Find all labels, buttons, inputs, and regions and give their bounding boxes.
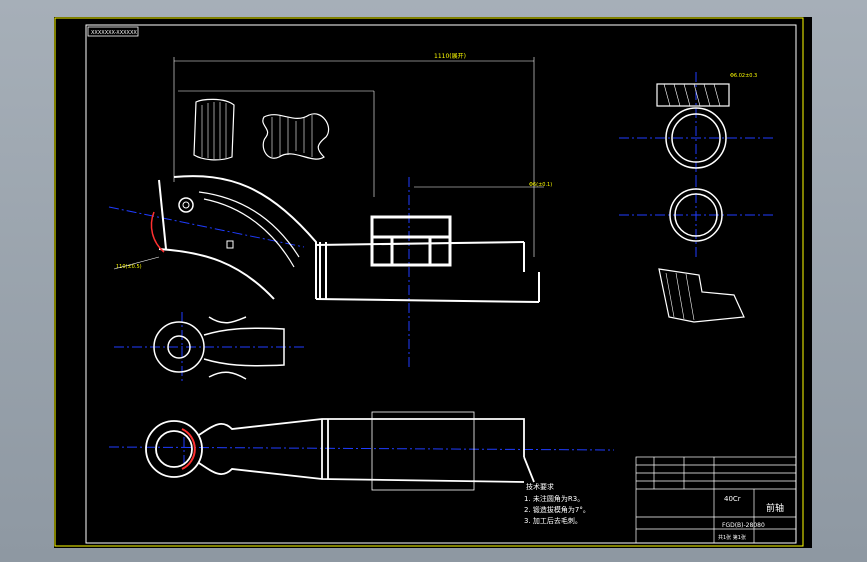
dimension-right-label: Φ6(±0.1) [529,182,552,188]
section-view-b [262,113,330,160]
front-axle-plan [145,411,535,491]
end-section-view [658,268,745,323]
steering-knuckle-view [153,316,285,380]
small-bolt [226,240,234,249]
drawing-sheet: XXXXXXX-XXXXXX [54,17,812,548]
tech-requirement-2: 2. 锻造拔模角为7°。 [524,505,590,514]
center-lines [108,72,774,465]
spring-pad [370,215,452,267]
dimension-left-line [113,256,160,270]
engineering-drawing: XXXXXXX-XXXXXX [54,17,804,547]
front-axle-elevation [158,175,540,303]
tech-requirement-3: 3. 加工后去毛刺。 [524,516,582,525]
dimension-mid-label: Φ6.02±0.3 [730,73,757,79]
tube-section-view [656,83,730,242]
dimension-top [173,57,535,257]
title-block-material: 40Cr [724,495,741,503]
tech-requirement-1: 1. 未注圆角为R3。 [524,494,584,503]
title-block-part-name: 前轴 [766,502,784,514]
dimension-top-label: 1110(展开) [434,53,466,60]
plan-section-marker [181,428,196,470]
header-label-box [87,26,139,37]
outer-frame [54,17,804,547]
title-block-scale-note: 共1张 第1张 [718,534,746,541]
kingpin-hole-inner [182,201,190,209]
kingpin-hole [178,197,194,213]
inner-frame [85,24,797,544]
tech-requirements-title: 技术要求 [526,482,554,491]
title-block [635,456,797,544]
dimension-left-label: 110(±0.5) [116,264,142,270]
section-marker [150,211,165,253]
title-block-drawing-number: FGD(B)-28080 [722,522,765,529]
section-view-a [193,98,235,161]
header-label: XXXXXXX-XXXXXX [91,30,137,36]
